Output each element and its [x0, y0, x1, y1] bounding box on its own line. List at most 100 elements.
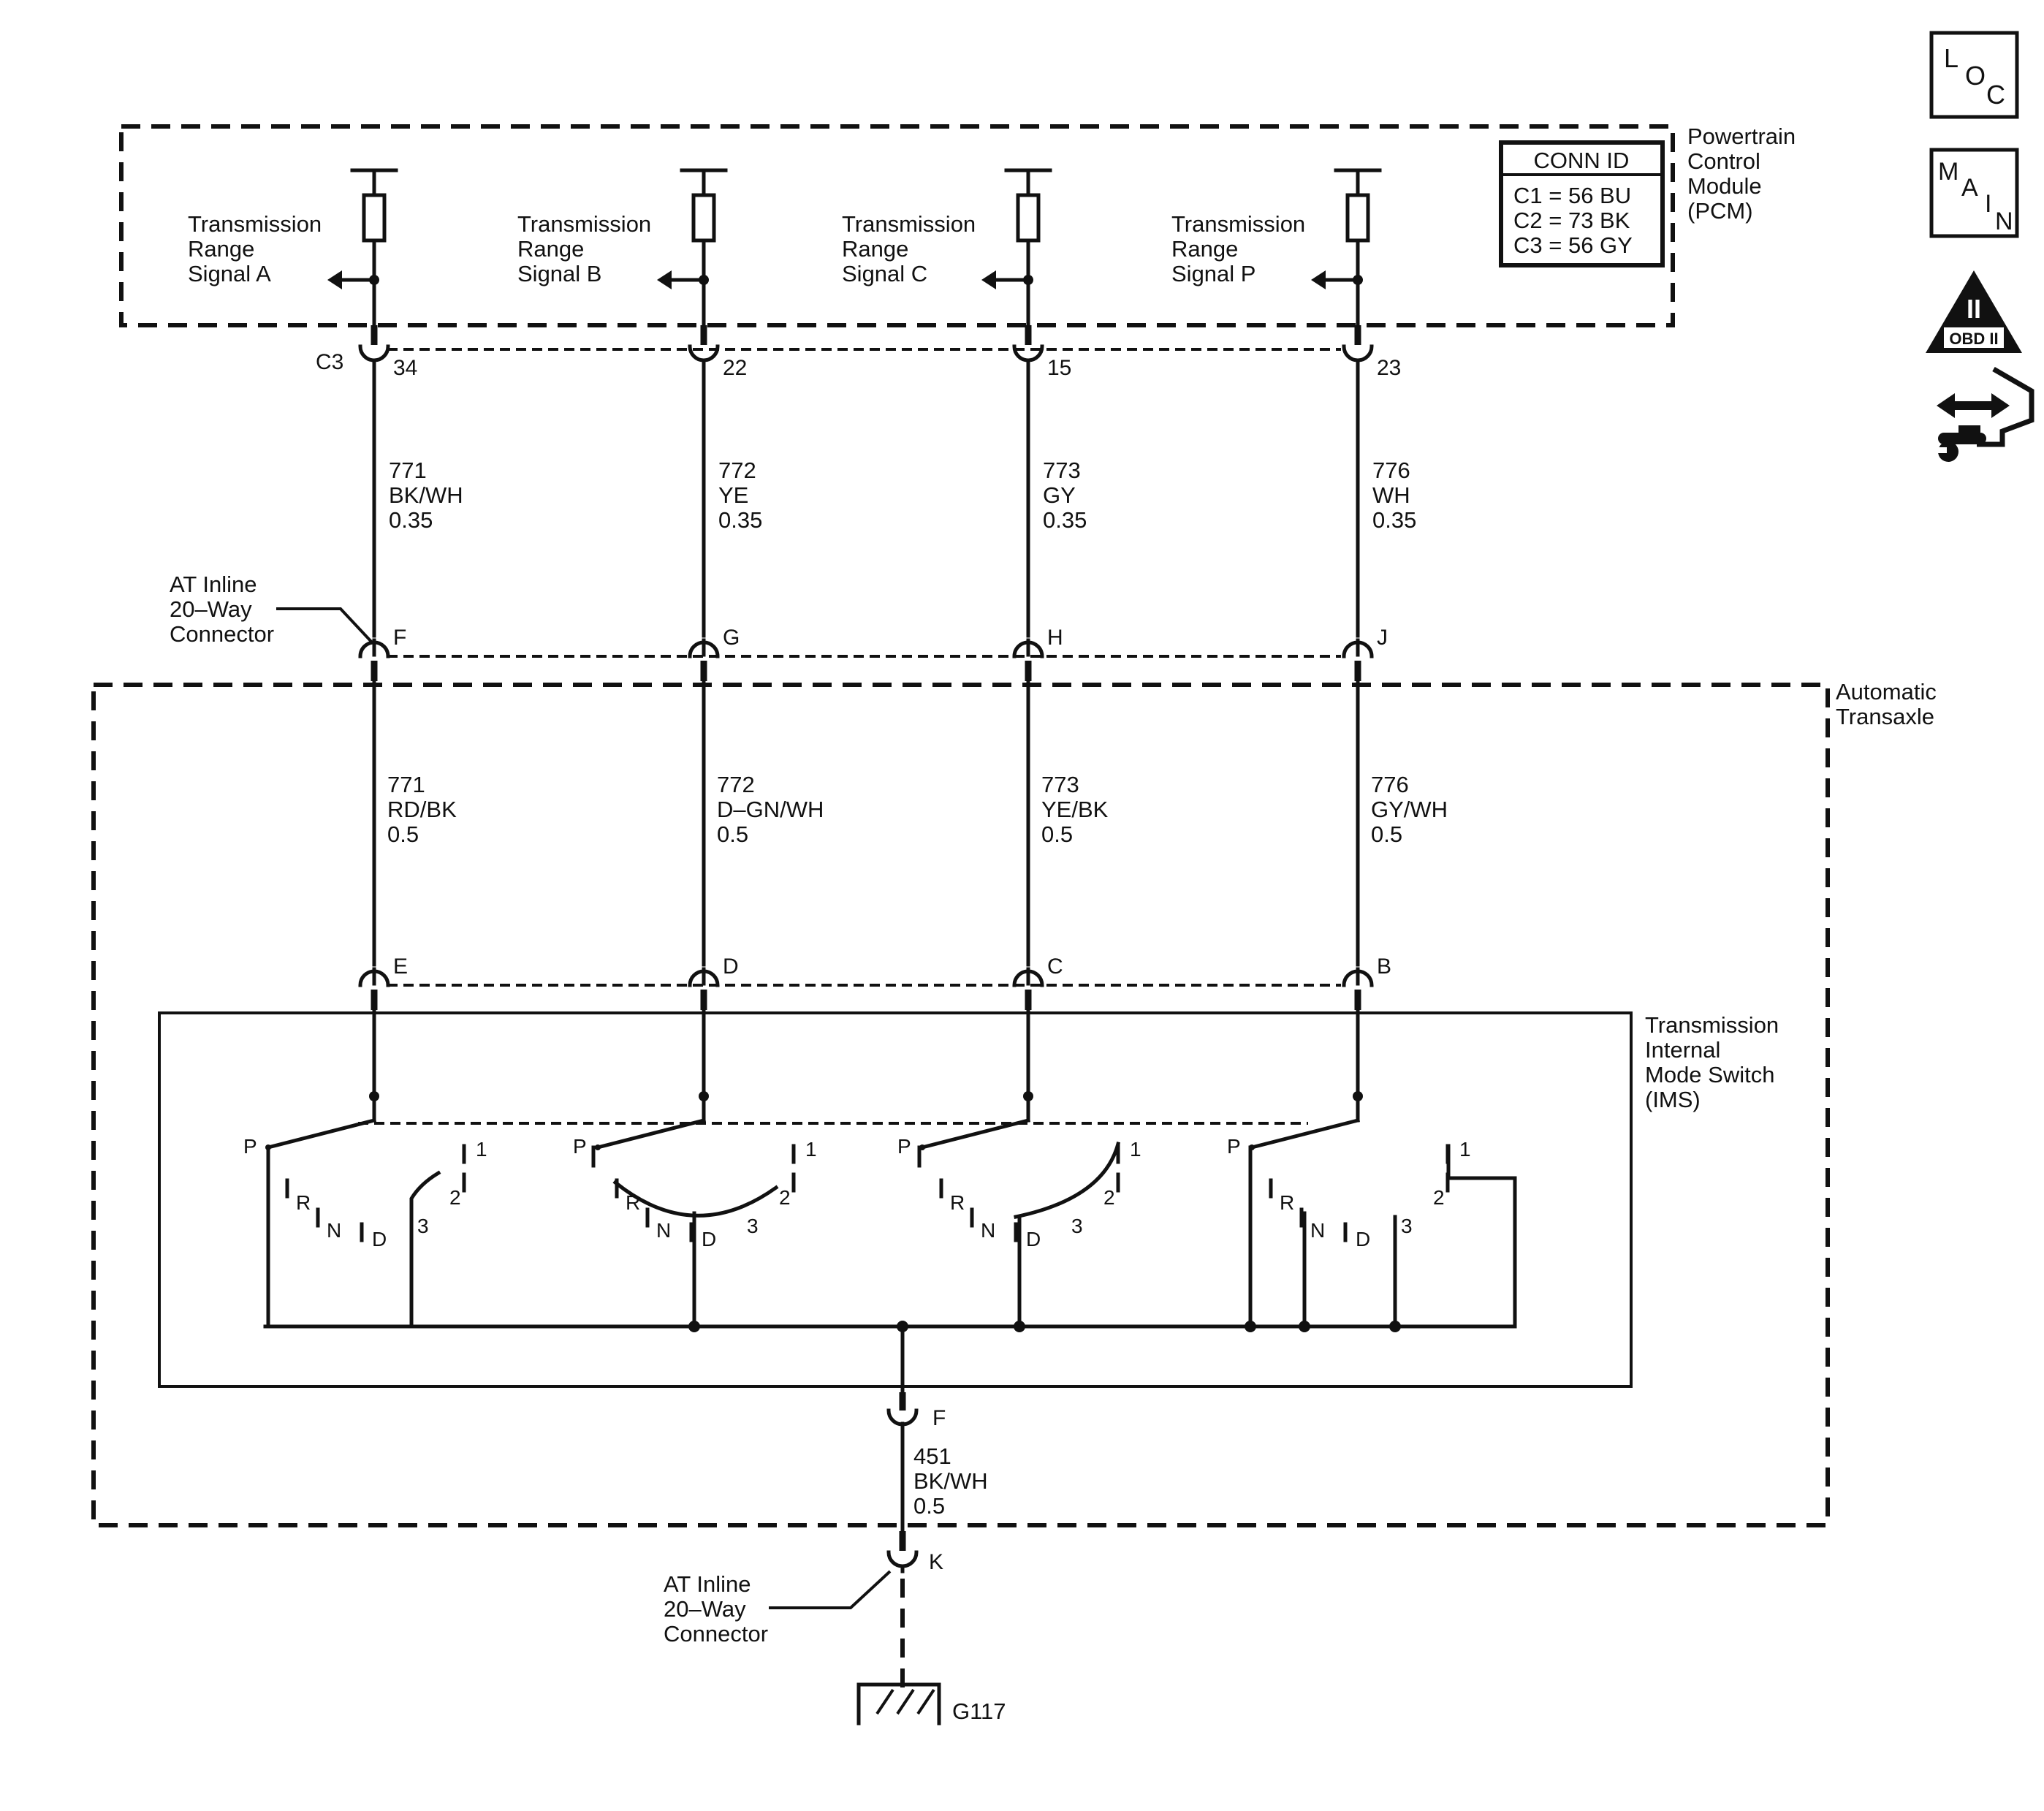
signal-label: Transmission: [842, 211, 976, 237]
signal-label: Range: [188, 236, 254, 262]
lower-wire-gauge: 0.5: [387, 821, 419, 847]
ims-pin-letter: D: [723, 954, 739, 979]
signal-label: Transmission: [188, 211, 322, 237]
svg-text:Internal: Internal: [1645, 1037, 1720, 1063]
position-third-label: 3: [1071, 1215, 1083, 1237]
signal-label: Range: [517, 236, 584, 262]
lower-wire-color: RD/BK: [387, 797, 457, 822]
inline-pin-letter: G: [723, 626, 740, 650]
inline-pin-letter: H: [1047, 626, 1063, 650]
signal-arrow-head: [1311, 270, 1326, 289]
inline-connector-label-lower: Connector: [664, 1621, 768, 1647]
position-second-label: 2: [449, 1186, 461, 1209]
pcm-pin-number: 23: [1377, 356, 1401, 380]
diagnostic-tool-icon: [1937, 366, 2034, 462]
inline-connector-label-lower: AT Inline: [664, 1571, 751, 1597]
main-badge-icon: M A I N: [1929, 148, 2019, 238]
position-third-label: 3: [417, 1215, 429, 1237]
svg-text:Mode Switch: Mode Switch: [1645, 1062, 1774, 1087]
ims-pin-letter: B: [1377, 954, 1391, 979]
upper-wire-gauge: 0.35: [1043, 507, 1087, 533]
position-first-label: 1: [476, 1138, 487, 1161]
svg-text:Transmission: Transmission: [1645, 1012, 1779, 1038]
ims-pin-letter: C: [1047, 954, 1063, 979]
position-park-label: P: [1227, 1135, 1241, 1158]
lower-wire-number: 772: [717, 772, 755, 797]
ims-boundary: [158, 1011, 1633, 1388]
position-second-label: 2: [779, 1186, 791, 1209]
lower-wire-color: GY/WH: [1371, 797, 1448, 822]
signal-label: Range: [842, 236, 908, 262]
svg-text:Transaxle: Transaxle: [1836, 704, 1934, 729]
ground-inline-pin: K: [929, 1550, 943, 1574]
c3-connector-label: C3: [316, 350, 343, 374]
inline-pin-letter: J: [1377, 626, 1388, 650]
drive-arc: [1014, 1141, 1121, 1219]
third-contact: [409, 1170, 441, 1329]
svg-text:Connector: Connector: [170, 621, 274, 647]
ims-connector-female: [1012, 969, 1044, 987]
c3-female: [1342, 344, 1374, 362]
svg-text:(PCM): (PCM): [1687, 198, 1753, 224]
switch-arm: [595, 1117, 707, 1150]
upper-wire-number: 773: [1043, 458, 1081, 483]
inline-connector-female: [688, 640, 720, 658]
switch-wiper: [595, 1144, 601, 1150]
inline-connector-label: AT Inline 20–Way Connector: [170, 572, 374, 647]
pull-up-resistor: [1016, 193, 1041, 243]
obd-ii-icon: II OBD II: [1926, 270, 2022, 353]
position-reverse-label: R: [1280, 1191, 1294, 1214]
conn-id-table: CONN ID C1 = 56 BU C2 = 73 BK C3 = 56 GY: [1499, 140, 1665, 267]
signal-label: Signal P: [1171, 261, 1255, 286]
ground-symbol: [856, 1682, 941, 1725]
inline-connector-label-lower: 20–Way: [664, 1596, 746, 1622]
signal-label: Transmission: [517, 211, 651, 237]
svg-text:O: O: [1965, 61, 1986, 91]
svg-text:N: N: [1995, 208, 2013, 235]
upper-wire-number: 776: [1372, 458, 1410, 483]
position-drive-label: D: [1026, 1228, 1041, 1250]
lower-wire-number: 773: [1041, 772, 1079, 797]
position-second-label: 2: [1103, 1186, 1115, 1209]
switch-3-contacts: [917, 1141, 1121, 1329]
svg-text:C: C: [1986, 80, 2005, 110]
lower-wire-number: 776: [1371, 772, 1409, 797]
svg-text:II: II: [1967, 294, 1981, 324]
signal-label: Signal B: [517, 261, 601, 286]
upper-wire-color: BK/WH: [389, 482, 463, 508]
upper-wire-gauge: 0.35: [1372, 507, 1416, 533]
position-neutral-label: N: [1310, 1219, 1325, 1242]
svg-text:Powertrain: Powertrain: [1687, 124, 1796, 149]
signal-label: Signal A: [188, 261, 271, 286]
position-first-label: 1: [1459, 1138, 1471, 1161]
upper-wire-color: YE: [718, 482, 748, 508]
first-contact: [1446, 1144, 1517, 1329]
svg-text:OBD II: OBD II: [1949, 330, 1998, 348]
svg-text:L: L: [1944, 43, 1958, 73]
signal-label: Transmission: [1171, 211, 1305, 237]
ground-ims-pin: F: [932, 1406, 946, 1430]
c3-female: [358, 344, 390, 362]
pcm-boundary: [119, 124, 1675, 327]
lower-wire-gauge: 0.5: [1371, 821, 1402, 847]
ims-connector-female: [1342, 969, 1374, 987]
switch-arm: [1249, 1117, 1361, 1150]
position-neutral-label: N: [981, 1219, 995, 1242]
position-drive-label: D: [372, 1228, 387, 1250]
pcm-pin-number: 15: [1047, 356, 1071, 380]
ims-title: Transmission Internal Mode Switch (IMS): [1645, 1012, 1779, 1112]
upper-wire-number: 771: [389, 458, 427, 483]
conn-id-row: C3 = 56 GY: [1513, 232, 1633, 258]
svg-text:20–Way: 20–Way: [170, 596, 252, 622]
position-park-label: P: [243, 1135, 257, 1158]
pcm-pin-number: 22: [723, 356, 747, 380]
